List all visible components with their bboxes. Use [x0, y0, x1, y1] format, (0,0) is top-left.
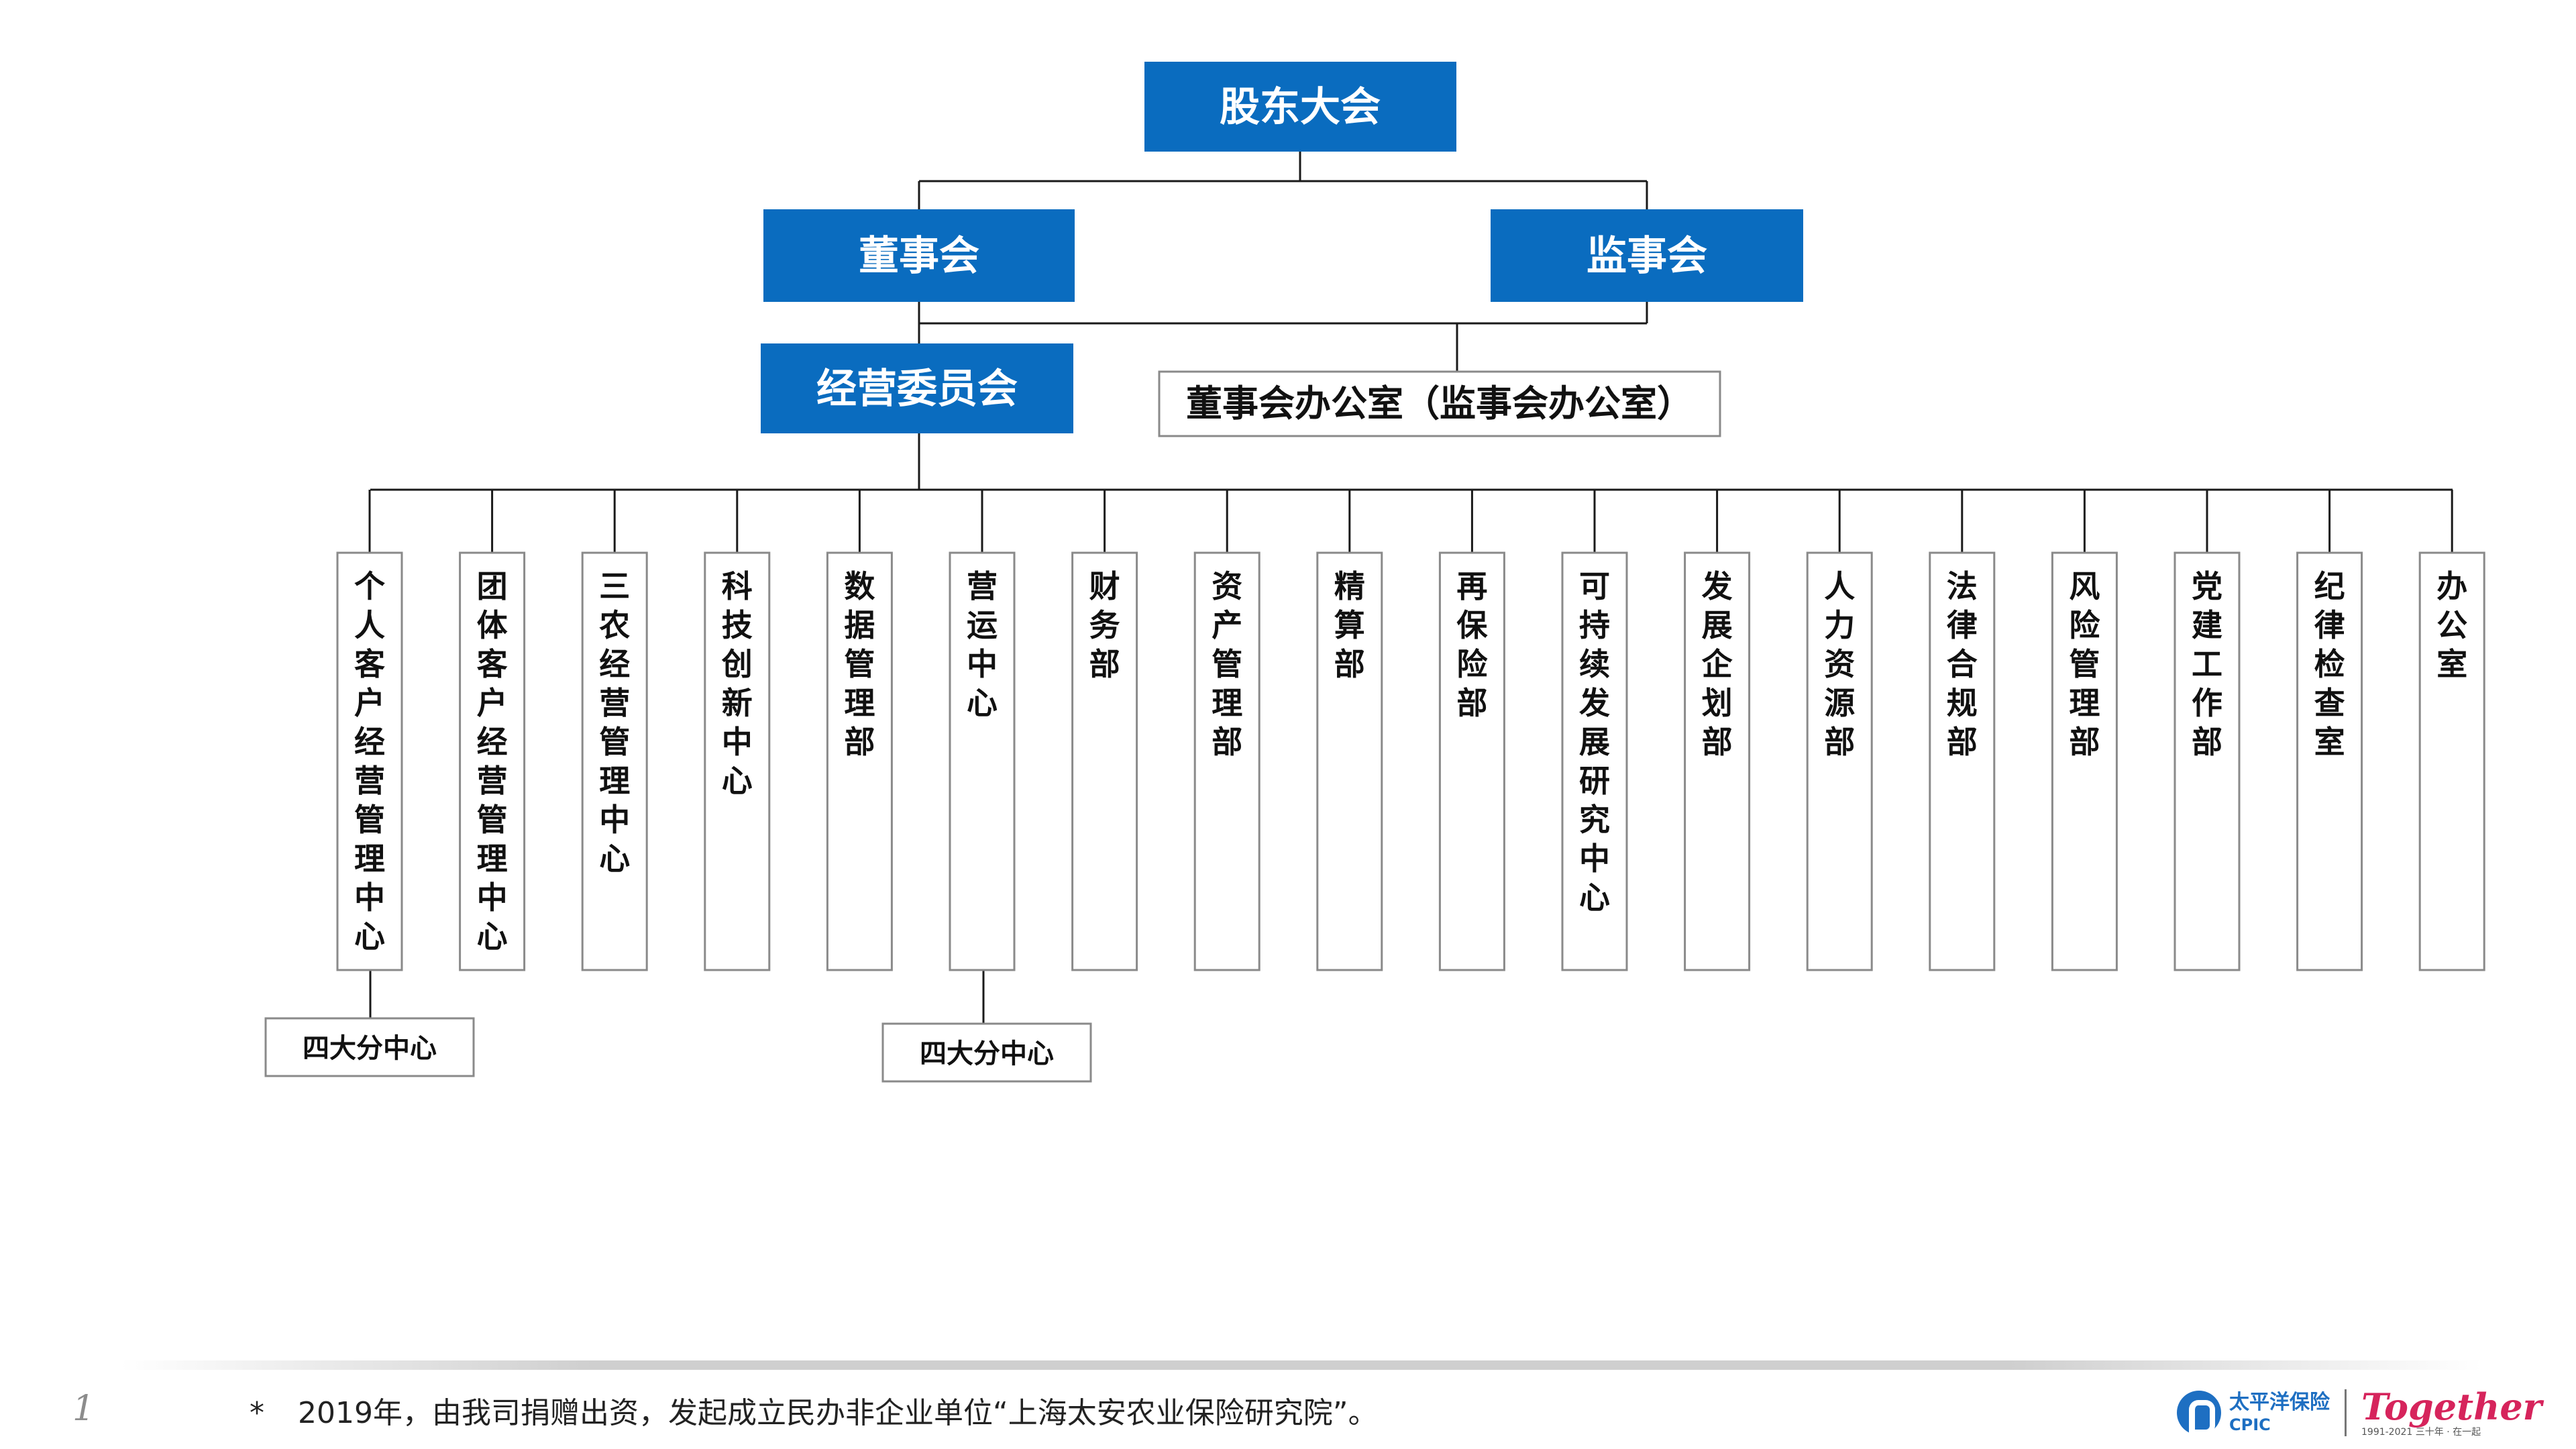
department-frame — [826, 551, 893, 971]
logo-name-en: CPIC — [2229, 1415, 2271, 1434]
department-frame — [581, 551, 648, 971]
department-frame — [1806, 551, 1873, 971]
department-box: 数据管理部 — [826, 551, 893, 971]
department-frame — [1071, 551, 1138, 971]
executive-committee-box: 经营委员会 — [761, 343, 1073, 433]
department-frame — [1561, 551, 1628, 971]
department-box: 法律合规部 — [1929, 551, 1996, 971]
together-logo: Together 1991-2021 三十年 · 在一起 — [2361, 1389, 2542, 1437]
department-frame — [1316, 551, 1383, 971]
department-label: 资产管理部 — [1212, 568, 1242, 760]
department-label: 财务部 — [1089, 568, 1120, 682]
department-box: 纪律检查室 — [2296, 551, 2363, 971]
supervisors-label: 监事会 — [1587, 233, 1707, 280]
department-frame — [2174, 551, 2241, 971]
department-label: 科技创新中心 — [722, 568, 753, 799]
board-office-label: 董事会办公室（监事会办公室） — [1186, 382, 1693, 425]
department-frame — [459, 551, 526, 971]
department-frame — [2051, 551, 2118, 971]
logo-divider — [2345, 1389, 2347, 1436]
board-label: 董事会 — [859, 233, 979, 280]
department-label: 精算部 — [1334, 568, 1365, 682]
department-frame — [336, 551, 403, 971]
department-box: 三农经营管理中心 — [581, 551, 648, 971]
department-box: 科技创新中心 — [704, 551, 771, 971]
footnote-text: 2019年，由我司捐赠出资，发起成立民办非企业单位“上海太安农业保险研究院”。 — [298, 1396, 1378, 1430]
department-frame — [1684, 551, 1751, 971]
department-label: 人力资源部 — [1824, 568, 1855, 760]
together-wordmark: Together — [2361, 1385, 2542, 1428]
personal-sub-centers-box: 四大分中心 — [264, 1017, 475, 1077]
department-box: 精算部 — [1316, 551, 1383, 971]
department-label: 营运中心 — [967, 568, 998, 721]
cpic-logo-text: 太平洋保险 CPIC — [2229, 1391, 2330, 1434]
footnote-mark: * — [250, 1396, 264, 1430]
department-box: 可持续发展研究中心 — [1561, 551, 1628, 971]
department-box: 个人客户经营管理中心 — [336, 551, 403, 971]
department-box: 营运中心 — [949, 551, 1016, 971]
cpic-logo: 太平洋保险 CPIC Together 1991-2021 三十年 · 在一起 — [2177, 1382, 2542, 1444]
department-label: 纪律检查室 — [2314, 568, 2345, 760]
department-box: 办公室 — [2418, 551, 2485, 971]
department-label: 风险管理部 — [2069, 568, 2100, 760]
shareholders-meeting-box: 股东大会 — [1144, 62, 1456, 152]
department-label: 可持续发展研究中心 — [1579, 568, 1610, 916]
personal-sub-centers-label: 四大分中心 — [303, 1033, 437, 1064]
together-subtitle: 1991-2021 三十年 · 在一起 — [2361, 1427, 2481, 1438]
logo-name-cn: 太平洋保险 — [2229, 1391, 2330, 1414]
department-label: 数据管理部 — [844, 568, 875, 760]
department-label: 法律合规部 — [1947, 568, 1978, 760]
operations-sub-centers-label: 四大分中心 — [920, 1038, 1054, 1069]
department-box: 发展企划部 — [1684, 551, 1751, 971]
department-box: 团体客户经营管理中心 — [459, 551, 526, 971]
operations-sub-centers-box: 四大分中心 — [881, 1022, 1092, 1083]
department-row: 个人客户经营管理中心 团体客户经营管理中心 三农经营管理中心 科技创新中心 数据管理部 营… — [336, 551, 2485, 971]
department-frame — [2296, 551, 2363, 971]
board-box: 董事会 — [763, 209, 1075, 302]
department-label: 再保险部 — [1456, 568, 1488, 721]
department-box: 党建工作部 — [2174, 551, 2241, 971]
department-box: 再保险部 — [1438, 551, 1505, 971]
department-frame — [2418, 551, 2485, 971]
department-frame — [1929, 551, 1996, 971]
connectors — [368, 152, 2453, 1024]
department-box: 风险管理部 — [2051, 551, 2118, 971]
board-office-box: 董事会办公室（监事会办公室） — [1158, 370, 1721, 437]
department-label: 个人客户经营管理中心 — [354, 568, 385, 955]
page-number: 1 — [72, 1389, 95, 1429]
department-label: 三农经营管理中心 — [599, 568, 630, 877]
department-label: 团体客户经营管理中心 — [477, 568, 508, 955]
department-frame — [949, 551, 1016, 971]
supervisors-box: 监事会 — [1491, 209, 1803, 302]
department-label: 党建工作部 — [2192, 568, 2222, 760]
cpic-logo-icon — [2177, 1391, 2221, 1435]
department-frame — [704, 551, 771, 971]
department-box: 财务部 — [1071, 551, 1138, 971]
footer-divider — [121, 1360, 2482, 1370]
department-frame — [1193, 551, 1260, 971]
department-label: 办公室 — [2436, 568, 2467, 682]
department-label: 发展企划部 — [1702, 568, 1733, 760]
executive-committee-label: 经营委员会 — [816, 366, 1018, 413]
shareholders-meeting-label: 股东大会 — [1220, 84, 1381, 131]
department-box: 人力资源部 — [1806, 551, 1873, 971]
department-frame — [1438, 551, 1505, 971]
footnote: * 2019年，由我司捐赠出资，发起成立民办非企业单位“上海太安农业保险研究院”。 — [250, 1389, 1378, 1432]
department-box: 资产管理部 — [1193, 551, 1260, 971]
